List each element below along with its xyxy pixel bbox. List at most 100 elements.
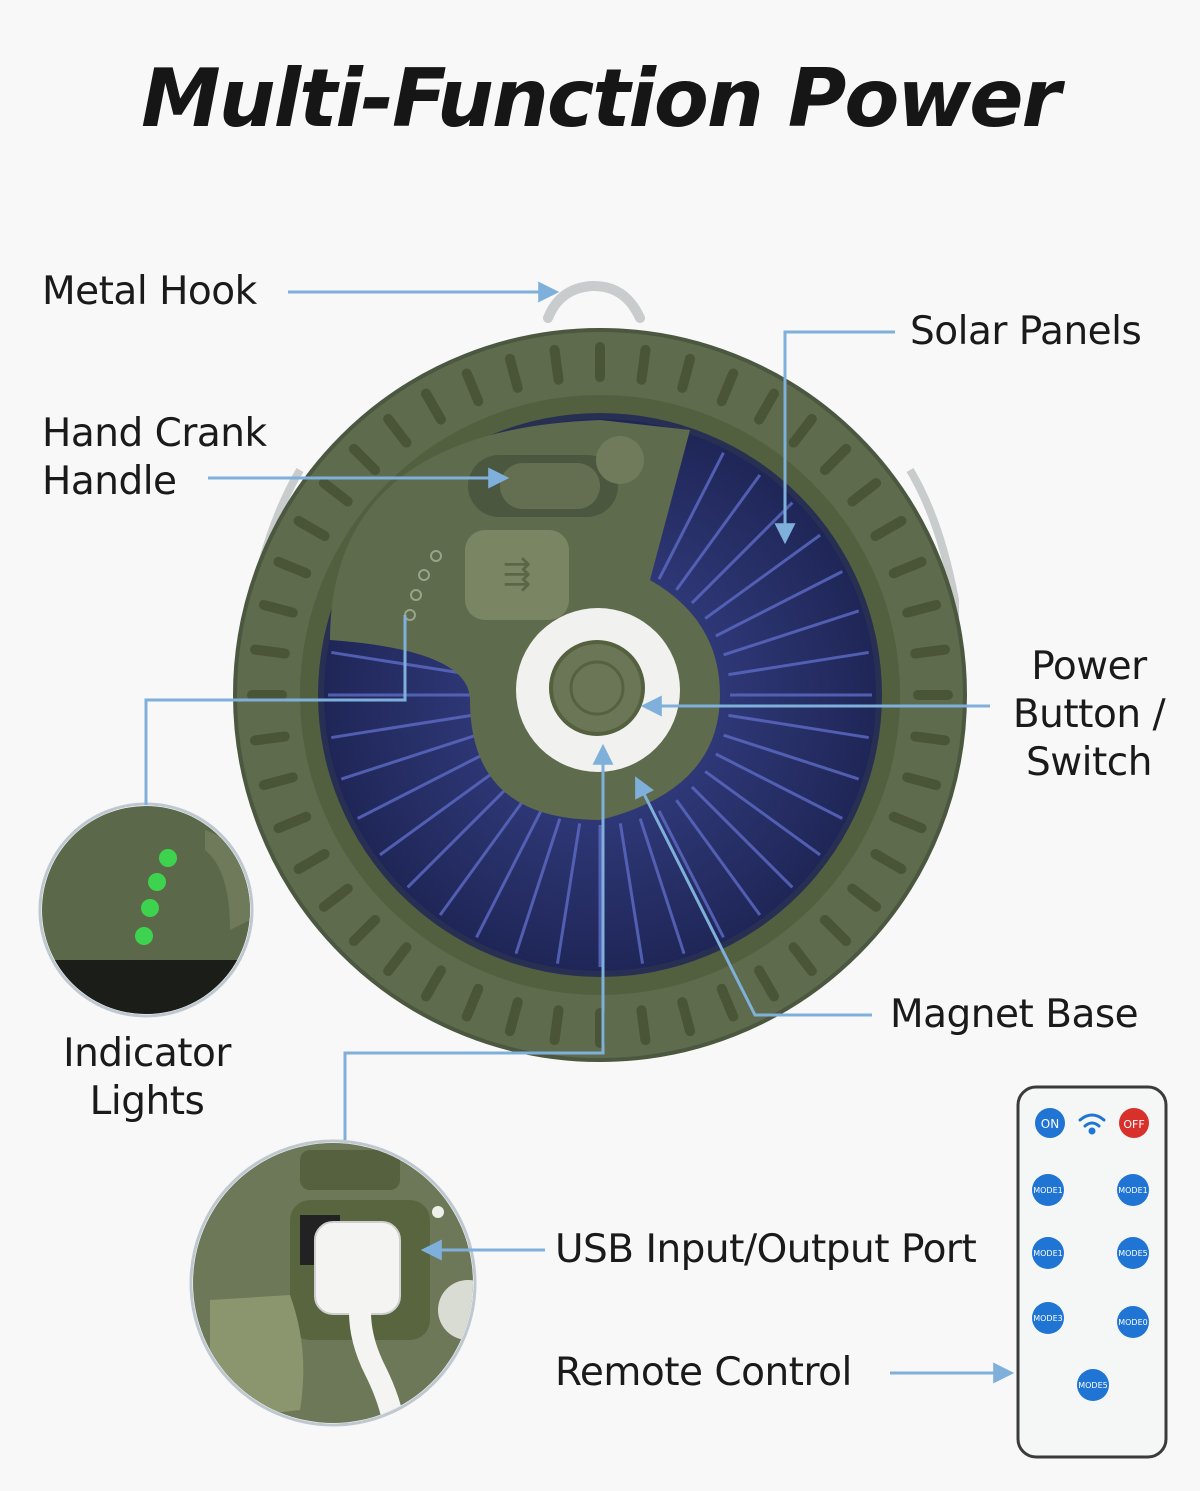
grip-tick	[383, 413, 412, 448]
grip-tick	[636, 344, 651, 385]
solar-cell-line	[406, 785, 510, 889]
grip-tick	[383, 942, 412, 977]
indicator-lights-label: Indicator Lights	[63, 1031, 231, 1124]
power-button	[549, 640, 645, 736]
grip-tick	[421, 965, 446, 1002]
grip-tick	[677, 353, 696, 393]
grip-tick	[788, 942, 817, 977]
svg-text:⇶: ⇶	[503, 554, 532, 594]
solar-cell-line	[723, 609, 860, 657]
remote-mode-label: MODE1	[1033, 1186, 1063, 1195]
remote-mode-label: MODE1	[1033, 1249, 1063, 1258]
solar-cell-line	[438, 799, 525, 916]
grip-tick	[902, 599, 942, 618]
remote-mode-button	[1077, 1369, 1109, 1401]
lantern: ⇶	[233, 281, 967, 1062]
solar-cell-line	[715, 752, 844, 820]
solar-cell-line	[715, 570, 844, 638]
solar-cell-line	[704, 770, 821, 857]
remote-mode-label: MODE1	[1118, 1186, 1148, 1195]
usb-port-zoom	[189, 1139, 477, 1427]
remote-mode-label: MODE3	[1033, 1314, 1063, 1323]
grip-tick	[910, 644, 951, 659]
hand-crank-label: Hand Crank Handle	[42, 411, 267, 504]
grip-tick	[258, 772, 298, 791]
remote-mode-button	[1032, 1174, 1064, 1206]
solar-cell-line	[704, 533, 821, 620]
grip-tick	[348, 914, 381, 947]
solar-cell-line	[618, 823, 645, 964]
solar-cell-line	[638, 818, 686, 955]
solar-cell-line	[555, 823, 582, 964]
usb-port-label: USB Input/Output Port	[555, 1227, 977, 1272]
remote-on-button	[1035, 1108, 1065, 1138]
grip-tick	[318, 478, 353, 507]
remote-mode-button	[1117, 1174, 1149, 1206]
grip-tick	[504, 353, 523, 393]
remote-mode-button	[1032, 1302, 1064, 1334]
grip-tick	[910, 731, 951, 746]
grip-ticks	[247, 342, 953, 1048]
remote-mode-button	[1117, 1237, 1149, 1269]
remote-control-label: Remote Control	[555, 1350, 852, 1395]
solar-cell-line	[657, 810, 725, 939]
grip-tick	[754, 965, 779, 1002]
grip-tick	[819, 914, 852, 947]
indicator-zoom	[38, 802, 254, 1018]
power-button-label: Power Button / Switch	[1012, 644, 1166, 785]
grip-tick	[788, 413, 817, 448]
grip-tick	[549, 344, 564, 385]
solar-cell-line	[690, 785, 794, 889]
grip-tick	[293, 849, 330, 874]
grip-tick	[870, 849, 907, 874]
grip-tick	[847, 478, 882, 507]
remote-mode-label: MODE0	[1118, 1318, 1148, 1327]
grip-tick	[348, 443, 381, 476]
grip-tick	[258, 599, 298, 618]
solar-cell-line	[675, 799, 762, 916]
led-2	[148, 873, 166, 891]
solar-cell-line	[331, 713, 472, 740]
metal-hook-label: Metal Hook	[42, 269, 257, 314]
remote-mode-button	[1117, 1306, 1149, 1338]
grip-tick	[888, 811, 927, 834]
svg-text:OFF: OFF	[1123, 1118, 1144, 1131]
grip-tick	[273, 811, 312, 834]
magnet-base-label: Magnet Base	[890, 992, 1139, 1037]
grip-tick	[293, 516, 330, 541]
grip-tick	[318, 883, 353, 912]
usb-cover	[465, 530, 569, 620]
solar-cell-line	[723, 733, 860, 781]
grip-tick	[249, 644, 290, 659]
solar-cell-line	[379, 770, 496, 857]
grip-tick	[273, 556, 312, 579]
grip-tick	[716, 983, 739, 1022]
solar-cell-line	[675, 474, 762, 591]
remote-mode-button	[1032, 1237, 1064, 1269]
solar-cell-line	[657, 451, 725, 580]
callout-arrows	[144, 281, 1015, 1384]
grip-tick	[461, 983, 484, 1022]
solar-cell-line	[728, 713, 869, 740]
solar-cell-line	[690, 501, 794, 605]
grip-tick	[716, 368, 739, 407]
grip-tick	[504, 997, 523, 1037]
wifi-icon	[1078, 1113, 1106, 1135]
solar-cell-line	[514, 818, 562, 955]
grip-tick	[677, 997, 696, 1037]
led-3	[141, 899, 159, 917]
solar-cell-line	[475, 810, 543, 939]
remote-off-button	[1119, 1108, 1149, 1138]
led-1	[159, 849, 177, 867]
remote-mode-label: MODE5	[1078, 1381, 1108, 1390]
solar-panels-label: Solar Panels	[910, 309, 1142, 354]
solar-cell-line	[728, 650, 869, 677]
grip-tick	[870, 516, 907, 541]
grip-tick	[754, 388, 779, 425]
grip-tick	[249, 731, 290, 746]
remote-mode-label: MODE5	[1118, 1249, 1148, 1258]
grip-tick	[421, 388, 446, 425]
solar-cell-line	[356, 752, 485, 820]
